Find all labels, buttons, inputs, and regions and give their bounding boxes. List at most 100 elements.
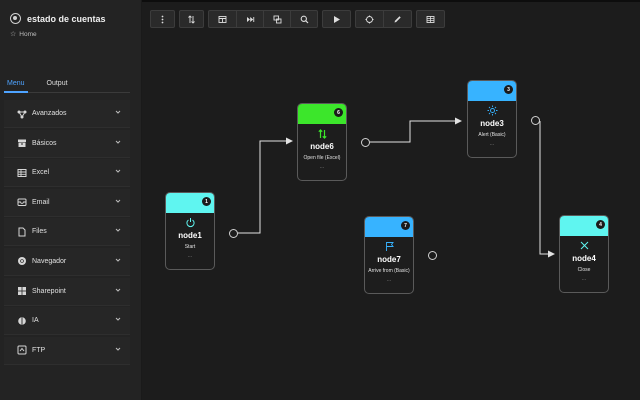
menu-item-label: Files (32, 228, 47, 236)
breadcrumb[interactable]: ☆ Home (10, 30, 37, 39)
node3-output-port[interactable] (531, 116, 540, 125)
brain-icon (17, 316, 27, 326)
node-subtitle: Open file (Excel) (303, 155, 341, 161)
chevron-down-icon (115, 347, 121, 351)
node-ellipsis: ... (187, 253, 193, 259)
menu-item-navegador[interactable]: Navegador (4, 247, 130, 276)
node-name: node1 (178, 231, 202, 240)
node-subtitle: Start (184, 244, 196, 250)
search-icon (300, 15, 308, 23)
menu-item-excel[interactable]: Excel (4, 159, 130, 188)
toolbar-group-sort (179, 10, 204, 28)
flow-node-node7[interactable]: 7 node7 Arrive from (Basic) ... (364, 216, 414, 294)
node-ellipsis: ... (386, 277, 392, 283)
menu-item-label: Email (32, 198, 50, 206)
target-button[interactable] (356, 11, 383, 27)
node-name: node6 (310, 142, 334, 151)
toolbar-group-grid (416, 10, 445, 28)
breadcrumb-home[interactable]: Home (19, 30, 37, 38)
copy-icon (273, 15, 281, 23)
node-header: 3 (468, 81, 516, 101)
layout-button[interactable] (209, 11, 236, 27)
flow-node-node4[interactable]: 4 node4 Close ... (559, 215, 609, 293)
more-vertical-button[interactable] (151, 11, 174, 27)
flag-icon (365, 241, 413, 252)
chevron-down-icon (115, 110, 121, 114)
chevron-down-icon (115, 229, 121, 233)
menu-item-ftp[interactable]: FTP (4, 336, 130, 365)
tab-output[interactable]: Output (46, 80, 68, 87)
flow-node-node1[interactable]: 1 node1 Start ... (165, 192, 215, 270)
node6-output-port[interactable] (361, 138, 370, 147)
archive-icon (17, 138, 27, 148)
menu-item-label: FTP (32, 346, 46, 354)
node-name: node7 (377, 255, 401, 264)
menu-item-label: Básicos (32, 139, 57, 147)
copy-button[interactable] (263, 11, 290, 27)
node-badge: 4 (596, 220, 605, 229)
flow-node-node6[interactable]: 6 node6 Open file (Excel) ... (297, 103, 347, 181)
close-icon (560, 240, 608, 251)
pen-button[interactable] (383, 11, 411, 27)
play-icon (334, 15, 340, 23)
node-ellipsis: ... (319, 164, 325, 170)
flow-node-node3[interactable]: 3 node3 Alert (Basic) ... (467, 80, 517, 158)
node-header: 4 (560, 216, 608, 236)
sun-icon (468, 105, 516, 116)
sort-arrows-icon (298, 128, 346, 139)
node-ellipsis: ... (581, 276, 587, 282)
menu-item-label: Sharepoint (32, 287, 66, 295)
flow-canvas[interactable] (143, 0, 640, 400)
skip-button[interactable] (236, 11, 263, 27)
grid-icon (426, 15, 435, 23)
brand[interactable]: estado de cuentas (10, 13, 106, 24)
menu-item-label: Avanzados (32, 110, 67, 117)
node-name: node3 (480, 119, 504, 128)
target-icon (365, 15, 374, 23)
more-vertical-icon (161, 15, 164, 23)
menu-item-basicos[interactable]: Básicos (4, 129, 130, 158)
workflow-icon (10, 13, 21, 24)
menu-item-label: Excel (32, 169, 50, 177)
sort-button[interactable] (180, 11, 203, 27)
chevron-down-icon (115, 199, 121, 203)
windows-icon (17, 286, 27, 296)
menu-item-email[interactable]: Email (4, 188, 130, 217)
network-icon (17, 109, 27, 119)
node-header: 6 (298, 104, 346, 124)
menu-item-files[interactable]: Files (4, 218, 130, 247)
node-name: node4 (572, 254, 596, 263)
toolbar-group-run (322, 10, 351, 28)
node1-output-port[interactable] (229, 229, 238, 238)
sort-arrows-icon (188, 14, 195, 24)
node-subtitle: Arrive from (Basic) (368, 268, 410, 274)
toolbar-group-view (208, 10, 318, 28)
menu-item-label: Navegador (32, 257, 67, 265)
ftp-icon (17, 345, 27, 355)
play-button[interactable] (323, 11, 350, 27)
menu-item-avanzados[interactable]: Avanzados (4, 100, 130, 128)
menu-item-sharepoint[interactable]: Sharepoint (4, 277, 130, 306)
node-badge: 6 (334, 108, 343, 117)
menu-item-label: IA (32, 317, 39, 325)
top-border (0, 0, 640, 2)
fast-forward-icon (246, 16, 254, 22)
sidebar-tabs: Menu Output (4, 76, 130, 93)
node-subtitle: Alert (Basic) (478, 132, 506, 138)
menu-item-ia[interactable]: IA (4, 307, 130, 336)
chevron-down-icon (115, 288, 121, 292)
node-subtitle: Close (577, 267, 591, 273)
table-icon (17, 168, 27, 178)
layout-icon (218, 15, 227, 23)
star-icon: ☆ (10, 31, 17, 38)
node-header: 7 (365, 217, 413, 237)
node7-output-port[interactable] (428, 251, 437, 260)
chevron-down-icon (115, 317, 121, 321)
grid-button[interactable] (417, 11, 444, 27)
chevron-down-icon (115, 169, 121, 173)
node-header: 1 (166, 193, 214, 213)
search-button[interactable] (290, 11, 317, 27)
pen-icon (394, 15, 401, 22)
tab-menu[interactable]: Menu (4, 76, 28, 93)
